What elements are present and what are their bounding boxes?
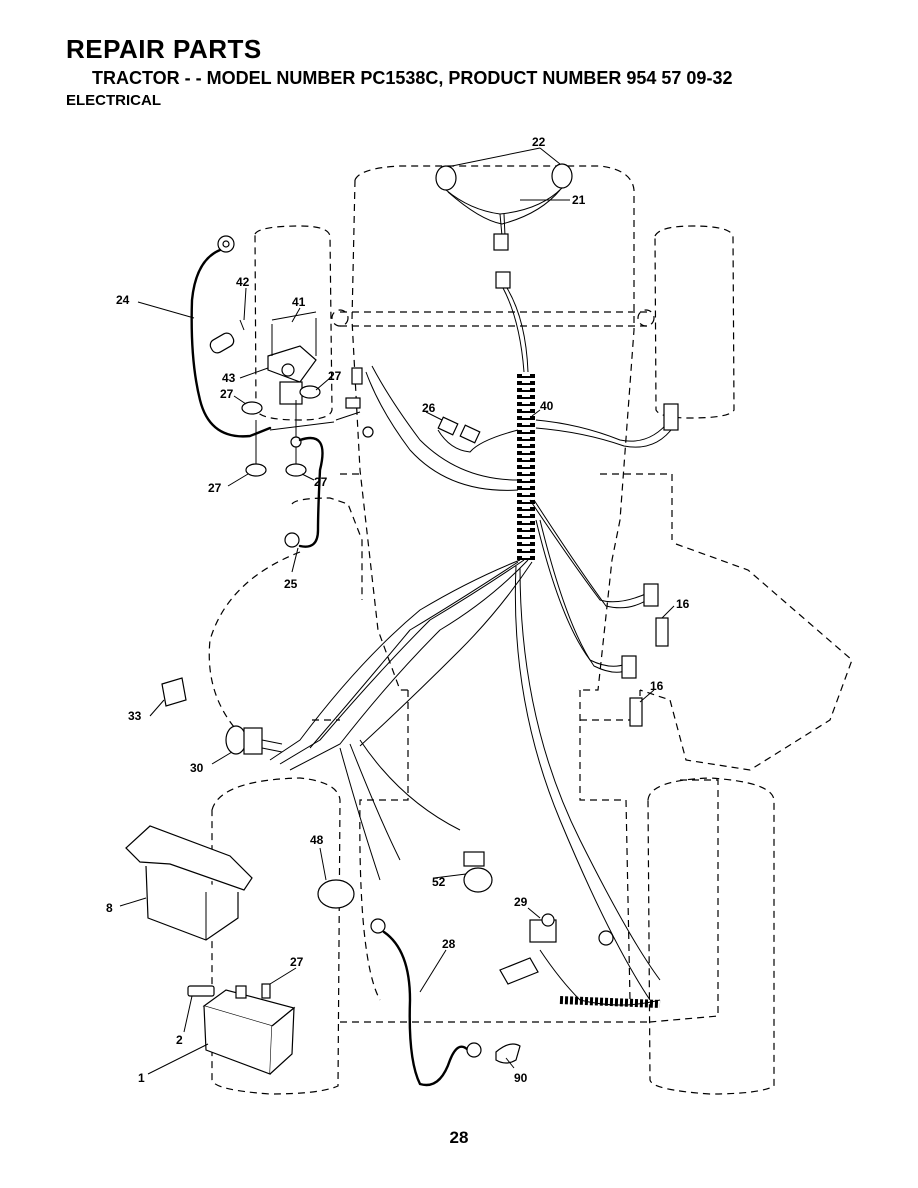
headlight-assembly: [435, 163, 573, 373]
callout-33: 33: [128, 709, 142, 723]
callout-labels: 22 21 42 41 24 43 27 27 26 40 27 27 25 1…: [106, 135, 690, 1085]
callout-27-battery: 27: [290, 955, 304, 969]
harness-conduit: [269, 365, 675, 1001]
callout-27-lower-left: 27: [208, 481, 222, 495]
page-number: 28: [449, 1128, 469, 1147]
callout-24: 24: [116, 293, 130, 307]
callout-28: 28: [442, 937, 456, 951]
lower-parts: [317, 851, 661, 1087]
leader-lines: [119, 147, 675, 1075]
battery: [187, 983, 296, 1075]
callout-40: 40: [540, 399, 554, 413]
callout-52: 52: [432, 875, 446, 889]
section-label: ELECTRICAL: [66, 92, 161, 109]
model-subtitle: TRACTOR - - MODEL NUMBER PC1538C, PRODUC…: [92, 68, 733, 88]
callout-90: 90: [514, 1071, 528, 1085]
key-switch: [161, 677, 283, 755]
callout-25: 25: [284, 577, 298, 591]
tractor-outline: [208, 165, 853, 1095]
callout-42: 42: [236, 275, 250, 289]
callout-41: 41: [292, 295, 306, 309]
callout-1: 1: [138, 1071, 145, 1085]
callout-21: 21: [572, 193, 586, 207]
callout-16-upper: 16: [676, 597, 690, 611]
callout-16-lower: 16: [650, 679, 664, 693]
callout-8: 8: [106, 901, 113, 915]
connectors: [345, 367, 679, 727]
callout-2: 2: [176, 1033, 183, 1047]
callout-27-right: 27: [328, 369, 342, 383]
callout-22: 22: [532, 135, 546, 149]
page-title: REPAIR PARTS: [66, 34, 262, 64]
callout-29: 29: [514, 895, 528, 909]
callout-30: 30: [190, 761, 204, 775]
callout-27-left: 27: [220, 387, 234, 401]
battery-box: [125, 825, 253, 941]
solenoid-area: [190, 235, 374, 548]
callout-48: 48: [310, 833, 324, 847]
callout-43: 43: [222, 371, 236, 385]
callout-27-lower-right: 27: [314, 475, 328, 489]
callout-26: 26: [422, 401, 436, 415]
